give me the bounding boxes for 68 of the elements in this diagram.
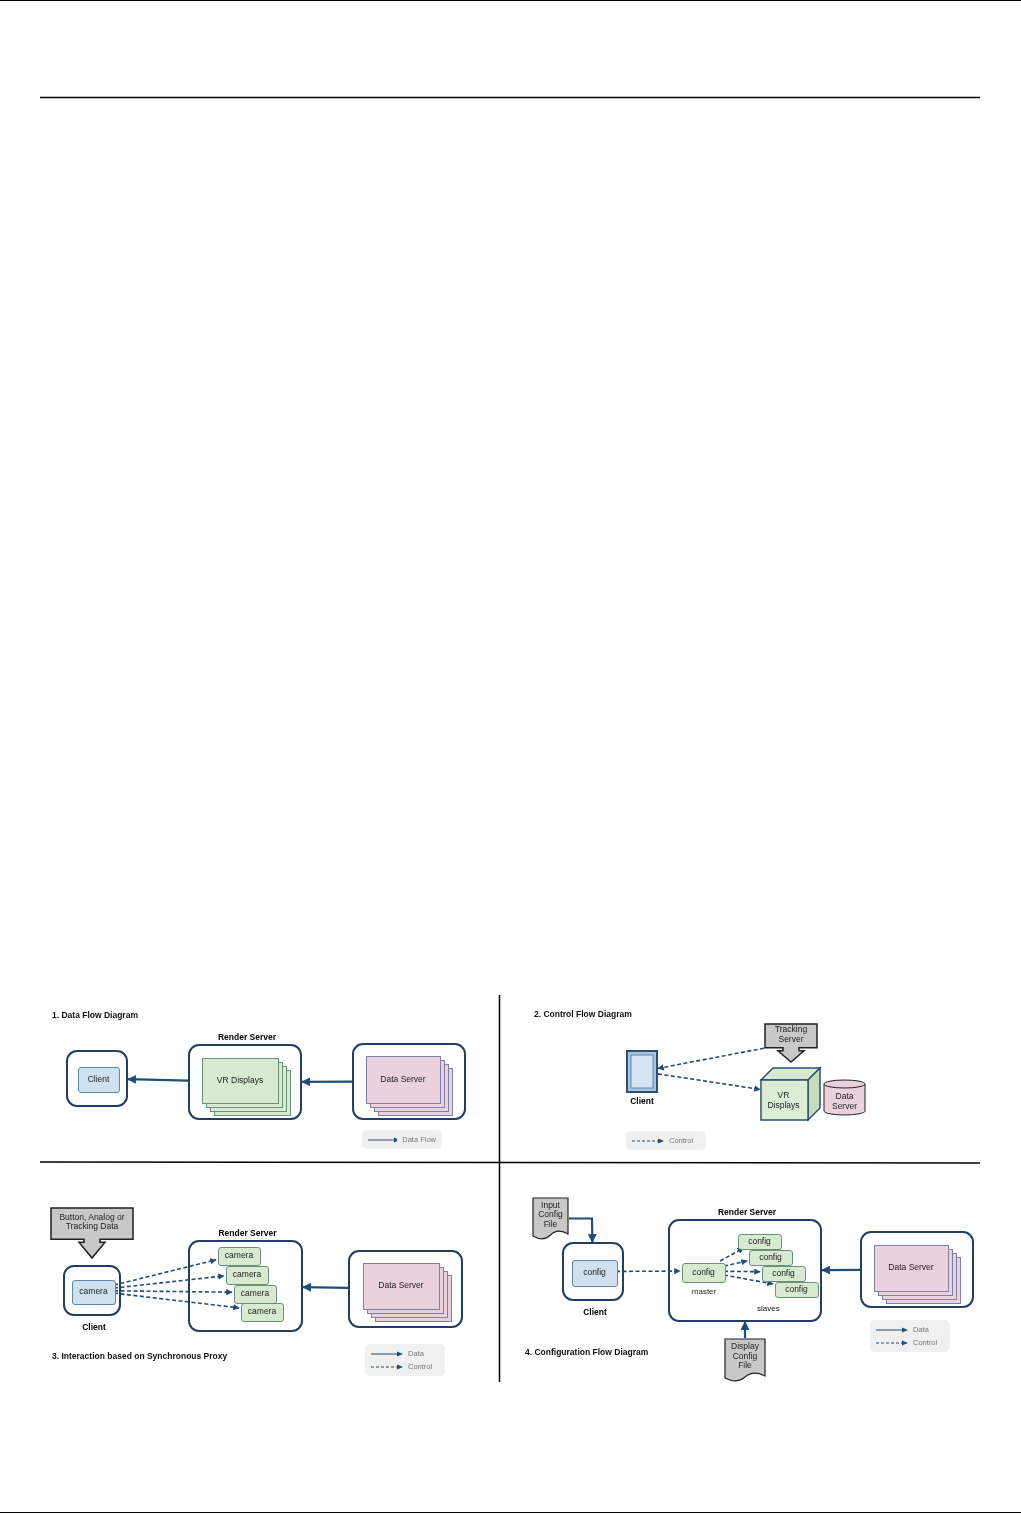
stacked-box [363, 1263, 451, 1321]
dashed-arrow [657, 1073, 761, 1092]
node-label: Client [86, 1072, 111, 1086]
node-label: Data Server [830, 1090, 858, 1113]
node-label: config [758, 1251, 783, 1264]
process-box [226, 1266, 269, 1285]
dashed-arrow [657, 1047, 765, 1071]
node-label: camera [78, 1285, 109, 1299]
group-heading: Client [582, 1307, 608, 1319]
group-heading: Client [81, 1322, 107, 1334]
process-box [762, 1266, 806, 1282]
node-label: config [771, 1267, 796, 1280]
stacked-box [366, 1056, 452, 1115]
group-label: slaves [757, 1304, 780, 1313]
process-box [72, 1280, 116, 1305]
process-box [572, 1260, 618, 1287]
container-box [860, 1231, 974, 1308]
arrow [302, 1282, 348, 1292]
document-shape [724, 1338, 766, 1382]
database-cylinder [823, 1079, 866, 1116]
process-box [738, 1234, 782, 1250]
group-heading: Render Server [217, 1228, 278, 1240]
node-label: config [582, 1266, 607, 1280]
process-box [775, 1282, 819, 1298]
document-shape [532, 1197, 569, 1240]
process-box [241, 1303, 284, 1322]
arrow [301, 1077, 352, 1087]
cube-shape [760, 1067, 821, 1121]
arrow [127, 1075, 189, 1084]
panel-title: 3. Interaction based on Synchronous Proxy [52, 1351, 228, 1361]
node-label: config [784, 1283, 809, 1296]
panel-title: 4. Configuration Flow Diagram [525, 1347, 649, 1357]
arrow [569, 1217, 597, 1243]
group-heading: Render Server [216, 1032, 278, 1044]
node-label: config [747, 1235, 772, 1248]
callout-arrow-box [764, 1023, 818, 1063]
panel-title: 2. Control Flow Diagram [534, 1009, 632, 1019]
node-label: Input Config File [537, 1198, 564, 1231]
container-box [348, 1250, 463, 1328]
group-heading: Client [629, 1096, 655, 1108]
stacked-box [874, 1245, 960, 1303]
container-box [352, 1043, 466, 1120]
node-label: camera [223, 1249, 255, 1263]
stacked-box [202, 1058, 290, 1115]
node-label: camera [246, 1305, 278, 1319]
container-box [66, 1050, 128, 1107]
node-caption: master [691, 1287, 717, 1296]
group-heading: Render Server [716, 1207, 778, 1219]
process-box [234, 1285, 277, 1304]
node-label: camera [239, 1287, 271, 1301]
dashed-arrow [719, 1247, 745, 1262]
process-box [218, 1247, 261, 1266]
node-label: Tracking Server [773, 1023, 809, 1046]
node-label: VR Displays [215, 1073, 265, 1087]
node-label: Button, Analog or Tracking Data [58, 1210, 126, 1234]
node-label: VR Displays [766, 1089, 801, 1112]
panel-title: 1. Data Flow Diagram [52, 1010, 138, 1020]
process-box [78, 1067, 120, 1093]
arrow [740, 1321, 750, 1338]
node-label: camera [231, 1268, 263, 1282]
arrow [821, 1265, 860, 1275]
node-label: Data Server [887, 1261, 935, 1275]
node-label: Display Config File [730, 1340, 760, 1373]
node-label: config [691, 1265, 716, 1279]
process-box [749, 1250, 793, 1266]
node-label: Data Server [379, 1072, 427, 1086]
callout-arrow-box [50, 1207, 134, 1259]
node-label: Data Server [377, 1279, 425, 1293]
